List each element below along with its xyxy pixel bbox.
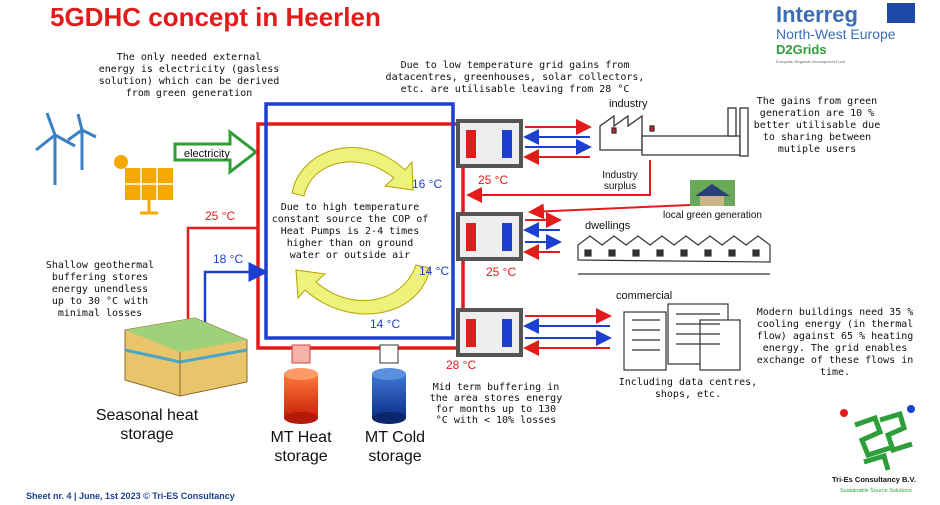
industry-label: industry — [609, 98, 648, 110]
mt-heat-storage-label: MT Heat storage — [270, 429, 332, 465]
industry-surplus-label-line: surplus — [604, 181, 636, 192]
interreg-logo: Interreg North-West Europe D2Grids Europ… — [776, 2, 915, 64]
heat-pump-commercial — [456, 308, 523, 357]
mt-cold-storage-label-line: storage — [368, 448, 421, 465]
commercial-note: Including data centres,shops, etc. — [619, 377, 757, 400]
mid-term-note-line: Mid term buffering in — [433, 382, 559, 393]
cycle-arrows-icon — [291, 147, 431, 315]
cold-grid-loop — [264, 102, 455, 340]
seasonal-storage-label-line: storage — [120, 426, 173, 443]
modern-buildings-note-line: exchange of these flows in — [757, 355, 914, 366]
solar-panel-icon — [114, 155, 173, 215]
company-tagline: Sustainable Source Solutions — [840, 488, 912, 494]
green-gain-note-line: better utilisable due — [754, 120, 880, 131]
mt-cold-storage-label-line: MT Cold — [365, 429, 425, 446]
eu-flag-icon — [887, 3, 915, 23]
cop-note-line: water or outside air — [290, 250, 410, 261]
temp-14-bottom: 14 °C — [370, 317, 400, 331]
modern-buildings-note-line: energy. The grid enables — [763, 343, 908, 354]
grid-gain-note-line: datacentres, greenhouses, solar collecto… — [386, 72, 645, 83]
geothermal-note-line: minimal losses — [58, 308, 142, 319]
electricity-note-line: energy is electricity (gasless — [99, 64, 280, 75]
temp-16: 16 °C — [412, 177, 442, 191]
commercial-label: commercial — [616, 290, 672, 302]
industry-surplus-label-line: Industry — [602, 170, 638, 181]
mt-heat-storage-label-line: storage — [274, 448, 327, 465]
cop-note-line: constant source the COP of — [272, 214, 429, 225]
green-gain-note-line: to sharing between — [763, 132, 871, 143]
electricity-note-line: solution) which can be derived — [99, 76, 280, 87]
modern-buildings-note-line: Modern buildings need 35 % — [757, 307, 914, 318]
footer: Sheet nr. 4 | June, 1st 2023 © Tri-ES Co… — [26, 491, 235, 501]
slide-title: 5GDHC concept in Heerlen — [50, 2, 381, 32]
electricity-arrow: electricity — [173, 128, 259, 176]
green-gain-note-line: mutiple users — [778, 144, 856, 155]
temp-25-left: 25 °C — [205, 209, 235, 223]
temp-28: 28 °C — [446, 358, 476, 372]
mid-term-note-line: the area stores energy — [430, 393, 562, 404]
interreg-wordmark: Interreg — [776, 2, 858, 27]
dwellings-label: dwellings — [585, 220, 631, 232]
commercial-buildings-icon — [623, 303, 741, 371]
modern-buildings-note-line: time. — [820, 367, 850, 378]
mt-cold-storage-label: MT Cold storage — [365, 429, 425, 465]
commercial-note-line: shops, etc. — [655, 389, 721, 400]
modern-buildings-note-line: flow) against 65 % heating — [757, 331, 914, 342]
dwellings-icon — [577, 235, 771, 275]
electricity-label: electricity — [184, 148, 230, 160]
seasonal-storage-label: Seasonal heat storage — [96, 407, 199, 443]
cop-note-line: Due to high temperature — [281, 202, 419, 213]
geothermal-note-line: energy unendless — [52, 284, 148, 295]
modern-buildings-note: Modern buildings need 35 %cooling energy… — [757, 307, 914, 378]
temp-18: 18 °C — [213, 252, 243, 266]
geothermal-note-line: up to 30 °C with — [52, 296, 148, 307]
electricity-note-line: from green generation — [126, 88, 252, 99]
mid-term-note-line: °C with < 10% losses — [436, 415, 556, 426]
geothermal-note-line: buffering stores — [52, 272, 148, 283]
mid-term-note-line: for months up to 130 — [436, 404, 556, 415]
mt-cold-storage-icon — [372, 344, 406, 424]
project-name: D2Grids — [776, 42, 827, 57]
fund-name: European Regional Development Fund — [776, 59, 845, 64]
green-gain-note-line: generation are 10 % — [760, 108, 874, 119]
heat-pump-dwellings — [456, 212, 523, 261]
heat-pump-industry — [456, 119, 523, 168]
local-green-label: local green generation — [663, 210, 762, 221]
cop-note-line: Heat Pumps is 2-4 times — [281, 226, 419, 237]
electricity-note-line: The only needed external — [117, 52, 262, 63]
commercial-note-line: Including data centres, — [619, 377, 757, 388]
industry-building-icon — [599, 107, 749, 157]
grid-gain-note-line: Due to low temperature grid gains from — [401, 60, 630, 71]
region-name: North-West Europe — [776, 26, 896, 42]
company-name: Tri-Es Consultancy B.V. — [832, 475, 916, 484]
solar-house-icon — [690, 180, 735, 206]
temp-25-dwellings: 25 °C — [486, 265, 516, 279]
geothermal-storage-icon — [124, 317, 248, 397]
wind-turbine-icon — [35, 112, 97, 185]
green-gain-note-line: The gains from green — [757, 96, 877, 107]
temp-25-industry: 25 °C — [478, 173, 508, 187]
temp-14-right: 14 °C — [419, 264, 449, 278]
modern-buildings-note-line: cooling energy (in thermal — [757, 319, 914, 330]
geothermal-note-line: Shallow geothermal — [46, 260, 154, 271]
tri-es-logo: Tri-Es Consultancy B.V. Sustainable Sour… — [830, 405, 935, 497]
grid-gain-note-line: etc. are utilisable leaving from 28 °C — [401, 84, 630, 95]
building-connections — [466, 119, 691, 356]
seasonal-storage-label-line: Seasonal heat — [96, 407, 199, 424]
mt-heat-storage-icon — [284, 344, 318, 424]
mt-heat-storage-label-line: MT Heat — [270, 429, 332, 446]
cop-note-line: higher than on ground — [287, 238, 413, 249]
